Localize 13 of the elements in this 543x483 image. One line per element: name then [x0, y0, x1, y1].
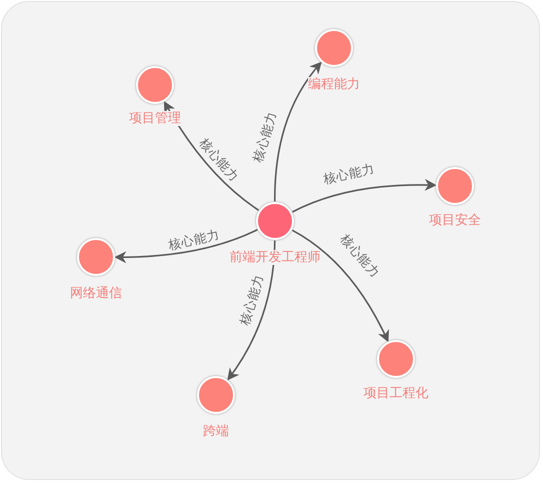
- node-label: 项目管理: [129, 111, 181, 126]
- node-label: 跨端: [203, 424, 229, 439]
- arrow: [292, 229, 389, 342]
- arrow: [292, 179, 437, 213]
- node-label: 项目安全: [429, 213, 481, 228]
- node-label: 编程能力: [308, 77, 360, 92]
- node-label: 网络通信: [70, 286, 122, 301]
- node-label: 前端开发工程师: [230, 250, 320, 265]
- node-label: 项目工程化: [364, 386, 428, 401]
- arrow: [227, 240, 276, 381]
- arrow: [164, 101, 260, 211]
- arrow: [114, 228, 258, 264]
- arrow: [274, 62, 322, 202]
